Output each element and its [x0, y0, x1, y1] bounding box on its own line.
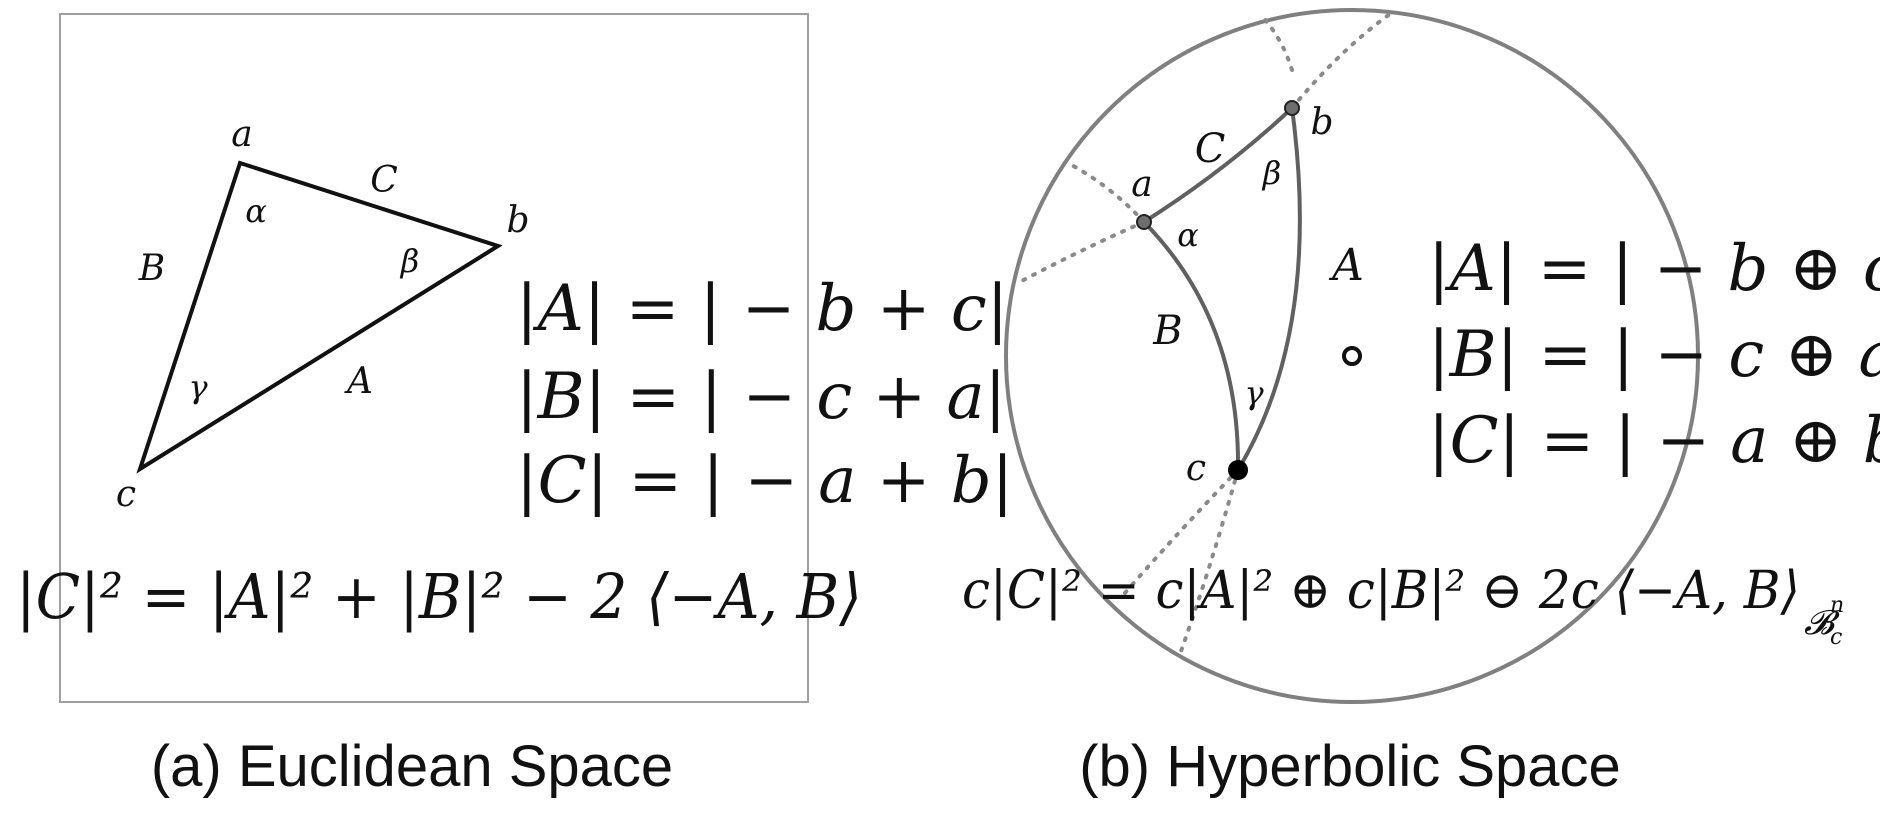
euclidean-frame	[59, 13, 809, 703]
euclid-vertex-c: c	[116, 474, 136, 515]
hyperbolic-panel: a b c C B A α β γ |A| = | − b ⊕ c| |B| =…	[962, 8, 1880, 799]
euclid-angle-gamma: γ	[188, 368, 208, 406]
hyper-equation-C: |C| = | − a ⊕ b|	[1428, 404, 1880, 478]
hyper-angle-beta: β	[1262, 154, 1282, 192]
poincare-disk	[1004, 8, 1700, 704]
hyperbolic-vertex-b-dot	[1284, 100, 1300, 116]
geodesic-extension-dotted	[1178, 468, 1240, 656]
hyper-vertex-c: c	[1186, 448, 1206, 489]
euclid-side-C: C	[370, 160, 398, 201]
hyper-law-superscript-n: n	[1830, 593, 1844, 618]
hyper-equation-B: |B| = | − c ⊕ a|	[1428, 318, 1880, 392]
euclid-angle-beta: β	[400, 242, 420, 280]
geodesic-extension-dotted	[1290, 12, 1392, 110]
euclid-angle-alpha: α	[245, 192, 267, 230]
hyper-law-subscript-c: c	[1830, 625, 1842, 650]
geodesic-extension-dotted	[1064, 160, 1146, 224]
geodesic-side-A	[1236, 107, 1302, 472]
hyperbolic-vertex-c-dot	[1228, 460, 1248, 480]
euclid-caption: (a) Euclidean Space	[151, 734, 673, 799]
euclidean-panel: a b c C B A α β γ |A| = | − b + c| |B| =…	[16, 13, 1013, 799]
geodesic-side-C	[1142, 106, 1294, 224]
hyper-angle-gamma: γ	[1244, 374, 1264, 412]
geodesic-extension-dotted	[1014, 220, 1146, 286]
hyper-law-of-cosines: c|C|² = c|A|² ⊕ c|B|² ⊖ 2c ⟨−A, B⟩	[962, 561, 1800, 621]
hyper-vertex-a: a	[1131, 164, 1152, 205]
hyper-equation-A: |A| = | − b ⊕ c|	[1428, 232, 1880, 306]
geodesic-extension-dotted	[1260, 14, 1294, 72]
euclid-vertex-a: a	[231, 114, 252, 155]
euclid-equation-A: |A| = | − b + c|	[516, 272, 1008, 346]
hyper-side-A: A	[1328, 240, 1364, 291]
euclid-equation-C: |C| = | − a + b|	[516, 444, 1013, 518]
hyper-side-B: B	[1152, 308, 1182, 354]
euclid-vertex-b: b	[506, 200, 529, 241]
hyper-side-C: C	[1195, 126, 1226, 172]
hyper-angle-alpha: α	[1177, 216, 1199, 254]
hyper-caption: (b) Hyperbolic Space	[1079, 734, 1621, 799]
hyperbolic-vertex-a-dot	[1136, 214, 1152, 230]
euclid-side-B: B	[138, 248, 165, 289]
euclid-side-A: A	[344, 361, 373, 402]
euclidean-triangle	[136, 160, 503, 474]
geodesic-side-B	[1142, 220, 1241, 471]
disk-center-marker	[1342, 346, 1362, 366]
hyper-vertex-b: b	[1310, 102, 1333, 143]
euclid-law-of-cosines: |C|² = |A|² + |B|² − 2 ⟨−A, B⟩	[16, 560, 862, 633]
euclid-equation-B: |B| = | − c + a|	[516, 360, 1006, 434]
